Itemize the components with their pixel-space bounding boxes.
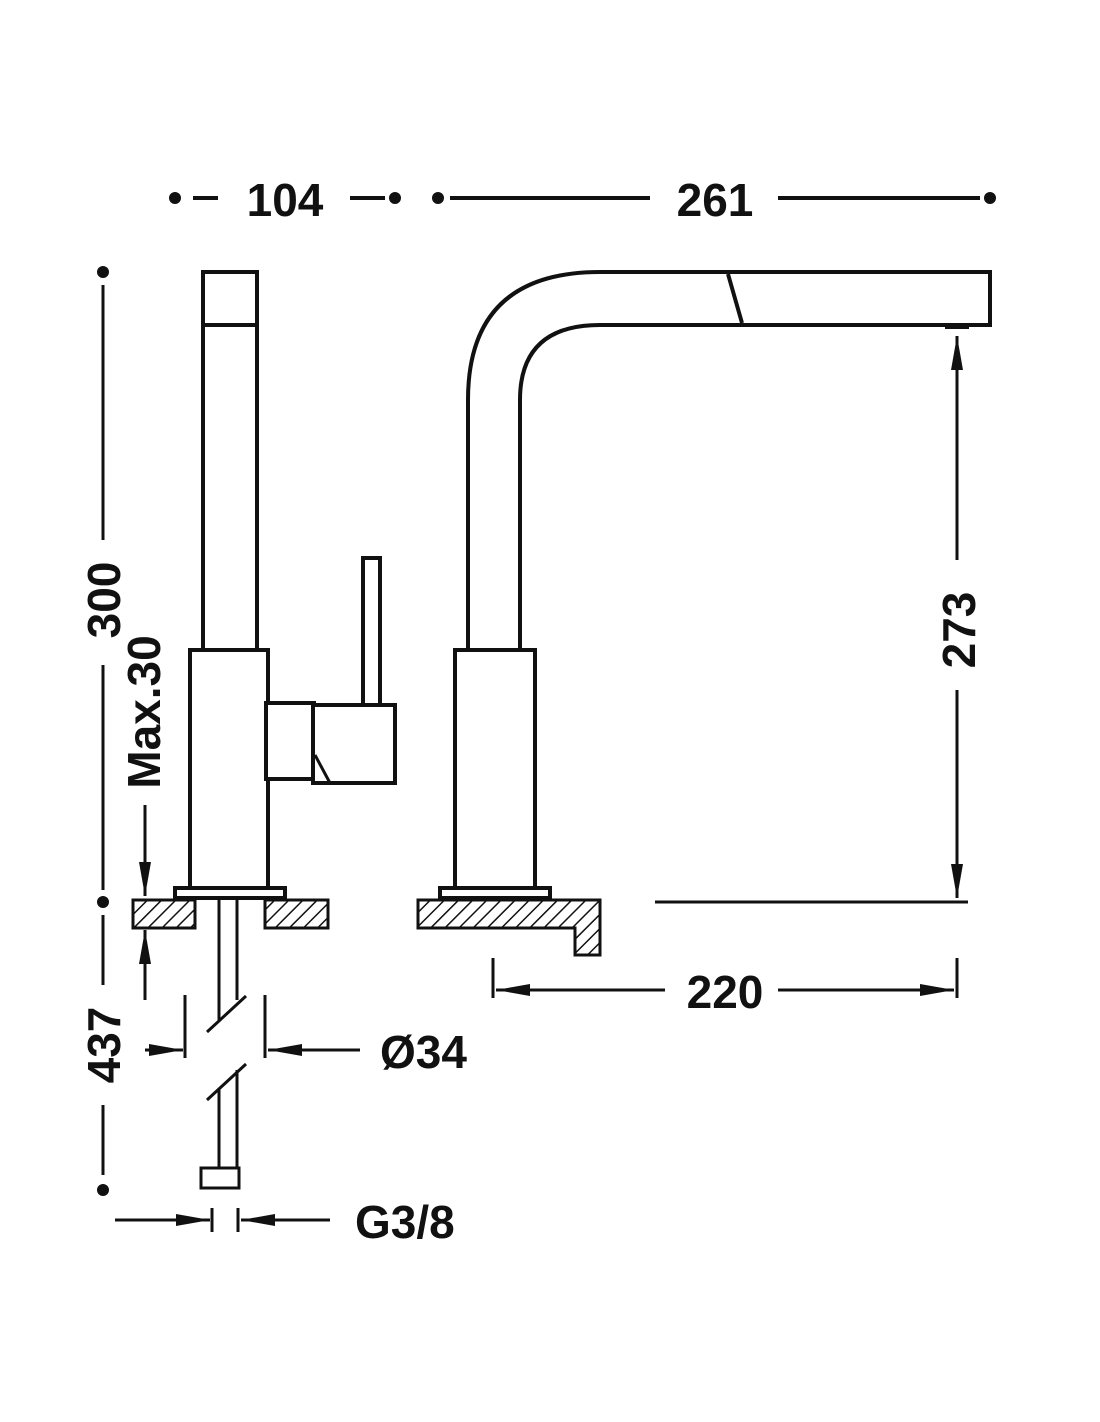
label-220: 220	[687, 966, 764, 1018]
dimension-273: 273	[655, 336, 985, 904]
faucet-side-view	[131, 270, 397, 1190]
label-max30: Max.30	[118, 635, 170, 788]
label-104: 104	[247, 174, 324, 226]
dimension-220: 220	[491, 958, 959, 1018]
dimension-261: 261	[432, 174, 996, 226]
dimension-437: 437	[78, 915, 130, 1196]
label-thread: G3/8	[355, 1196, 455, 1248]
label-261: 261	[677, 174, 754, 226]
label-diameter-34: Ø34	[380, 1026, 467, 1078]
dimension-thread: G3/8	[115, 1196, 455, 1248]
label-300: 300	[78, 562, 130, 639]
dimension-104: 104	[169, 174, 401, 226]
label-273: 273	[933, 592, 985, 669]
dimension-diameter-34: Ø34	[145, 995, 467, 1078]
label-437: 437	[78, 1007, 130, 1084]
faucet-front-view	[416, 270, 992, 957]
dimension-300: 300	[78, 266, 130, 908]
dimension-max30: Max.30	[118, 635, 170, 1000]
